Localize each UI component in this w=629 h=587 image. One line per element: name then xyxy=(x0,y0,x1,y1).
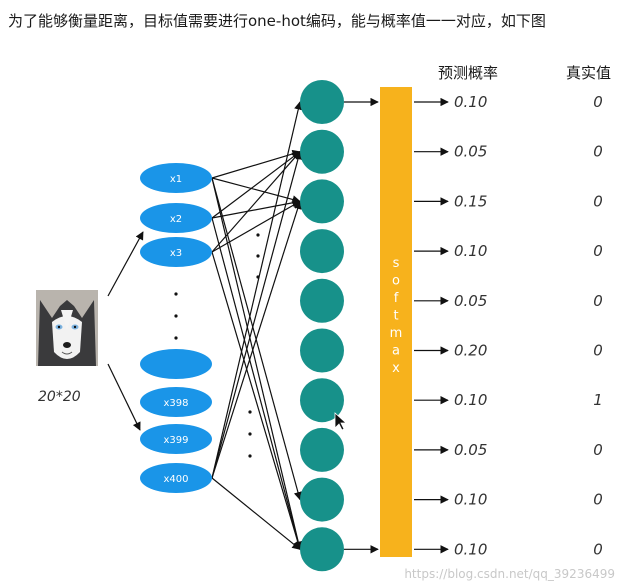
edge-arrow xyxy=(107,231,144,297)
true-values: 0 0 0 0 0 0 1 0 0 0 xyxy=(593,93,603,558)
probability-value: 0.10 xyxy=(454,391,487,409)
softmax-letter: x xyxy=(392,361,400,376)
edge-arrow xyxy=(211,217,303,551)
input-node-label: x1 xyxy=(170,174,182,185)
output-node xyxy=(300,80,344,124)
edge-arrow xyxy=(211,477,301,550)
true-value: 0 xyxy=(593,441,603,459)
probability-value: 0.05 xyxy=(454,292,487,310)
header-true-value: 真实值 xyxy=(566,64,612,82)
input-node-label: x399 xyxy=(163,435,188,446)
output-node xyxy=(300,328,344,373)
probability-arrows xyxy=(414,97,449,554)
softmax-letter: a xyxy=(392,344,400,359)
true-value: 0 xyxy=(593,540,603,558)
probability-value: 0.10 xyxy=(454,93,487,111)
dot xyxy=(174,292,178,296)
output-node xyxy=(300,229,344,274)
edge-arrow xyxy=(211,149,301,179)
probability-value: 0.20 xyxy=(454,342,487,360)
true-value: 0 xyxy=(593,192,603,210)
probability-value: 0.05 xyxy=(454,143,487,161)
true-value: 0 xyxy=(593,292,603,310)
output-node xyxy=(300,527,344,572)
true-value: 0 xyxy=(593,242,603,260)
watermark: https://blog.csdn.net/qq_39236499 xyxy=(404,567,615,581)
input-ellipsis xyxy=(174,292,178,340)
input-size-label: 20*20 xyxy=(38,389,81,405)
input-node xyxy=(140,163,212,193)
input-node xyxy=(140,237,212,267)
input-layer: x1 x2 x3 x398 x399 x400 xyxy=(140,163,212,493)
softmax-bar xyxy=(380,87,412,557)
input-node xyxy=(140,424,212,454)
edge-arrow xyxy=(211,177,303,551)
mouse-cursor-icon xyxy=(334,412,348,431)
input-node-label: x2 xyxy=(170,214,182,225)
dot xyxy=(256,275,260,279)
probability-value: 0.10 xyxy=(454,491,487,509)
input-node xyxy=(140,203,212,233)
softmax-letter: s xyxy=(393,256,400,271)
softmax-letter: t xyxy=(393,309,398,324)
dot xyxy=(248,410,252,414)
softmax-letter: o xyxy=(392,274,400,289)
edge-arrow xyxy=(211,177,301,204)
probability-values: 0.10 0.05 0.15 0.10 0.05 0.20 0.10 0.05 0.10 0.10 xyxy=(454,93,487,558)
output-node xyxy=(300,427,344,472)
edge-arrow xyxy=(211,101,303,479)
edge-arrow xyxy=(211,150,303,479)
dot xyxy=(174,314,178,318)
dot xyxy=(174,336,178,340)
true-value: 0 xyxy=(593,93,603,111)
edge-arrow xyxy=(211,251,302,551)
dot xyxy=(248,454,252,458)
true-value: 0 xyxy=(593,143,603,161)
probability-value: 0.10 xyxy=(454,242,487,260)
output-node xyxy=(300,129,344,174)
header-predicted-probability: 预测概率 xyxy=(438,64,499,82)
softmax-letter: f xyxy=(394,291,399,306)
output-node xyxy=(300,477,344,522)
input-node-label: x3 xyxy=(170,248,182,259)
dot xyxy=(256,254,260,258)
input-node xyxy=(140,349,212,379)
true-value: 1 xyxy=(593,391,603,409)
dot xyxy=(248,432,252,436)
edge-arrow xyxy=(211,151,301,253)
output-layer xyxy=(300,80,344,572)
edge-arrow xyxy=(211,200,301,253)
dot xyxy=(256,233,260,237)
edges xyxy=(107,97,379,554)
probability-value: 0.05 xyxy=(454,441,487,459)
edge-arrow xyxy=(211,151,301,219)
input-node-label: x400 xyxy=(163,474,188,485)
softmax-letter: m xyxy=(390,326,403,341)
output-node xyxy=(300,278,344,323)
true-value: 0 xyxy=(593,342,603,360)
probability-value: 0.10 xyxy=(454,540,487,558)
output-node xyxy=(300,179,344,224)
input-node xyxy=(140,387,212,417)
input-node xyxy=(140,463,212,493)
edge-arrow xyxy=(211,198,301,219)
output-node xyxy=(300,378,344,423)
hidden-ellipsis xyxy=(248,233,260,458)
true-value: 0 xyxy=(593,491,603,509)
probability-value: 0.15 xyxy=(454,192,487,210)
husky-dog-photo-icon xyxy=(36,290,98,366)
input-node-label: x398 xyxy=(163,398,188,409)
caption: 为了能够衡量距离，目标值需要进行one-hot编码，能与概率值一一对应，如下图 xyxy=(8,12,546,30)
edge-arrow xyxy=(211,177,303,501)
edge-arrow xyxy=(107,363,141,431)
